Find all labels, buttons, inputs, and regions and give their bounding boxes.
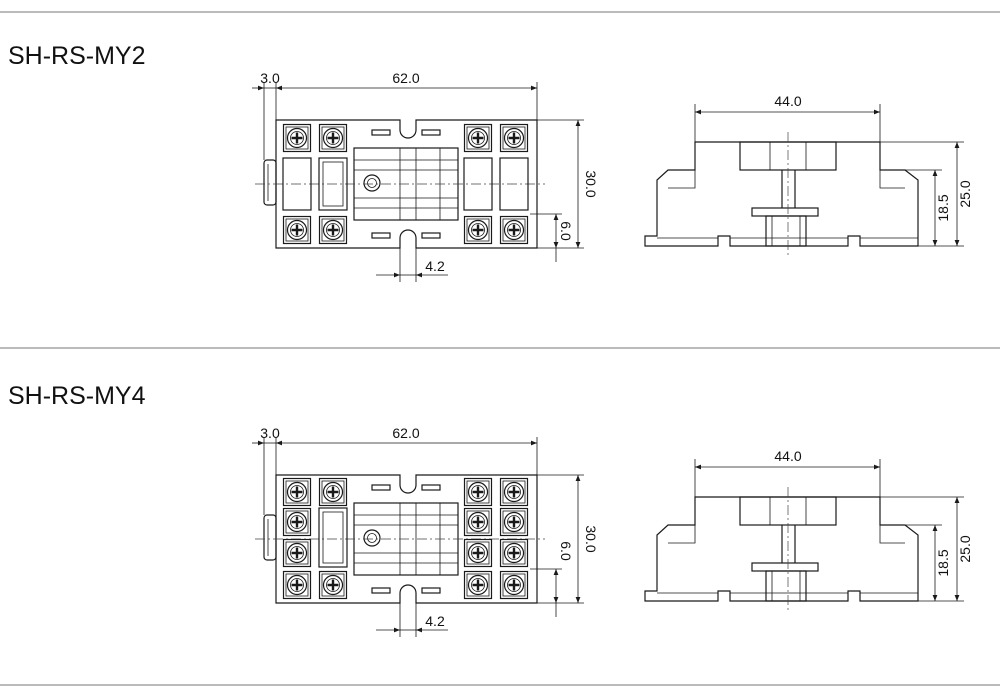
socket-outline xyxy=(252,82,584,282)
dim-width-label: 44.0 xyxy=(774,448,801,464)
socket-side-profile xyxy=(645,459,964,610)
terminal-screw xyxy=(282,507,312,537)
terminal-screw xyxy=(463,477,493,507)
dim-total-height-label: 25.0 xyxy=(957,180,973,207)
terminal-screw xyxy=(282,570,312,600)
dim-offset-label: 3.0 xyxy=(260,70,280,86)
top-view: 3.0 62.0 30.0 6.0 4.2 xyxy=(252,425,599,637)
section-my4: SH-RS-MY4 3.0 62.0 30.0 6.0 xyxy=(8,382,973,637)
terminal-screw xyxy=(282,215,312,245)
section-title: SH-RS-MY2 xyxy=(8,42,146,70)
dim-slot-label: 4.2 xyxy=(425,258,445,274)
dim-pitch-label: 6.0 xyxy=(558,541,574,561)
terminal-screw xyxy=(318,123,348,153)
section-title: SH-RS-MY4 xyxy=(8,382,146,410)
terminal-screw xyxy=(463,538,493,568)
terminal-screw xyxy=(499,570,529,600)
terminal-screw xyxy=(499,477,529,507)
blank-block xyxy=(318,507,348,568)
side-view: 44.0 25.0 18.5 xyxy=(645,448,973,610)
terminal-screw xyxy=(318,215,348,245)
dim-rail-height-label: 18.5 xyxy=(935,549,951,576)
side-view: 44.0 25.0 18.5 xyxy=(645,93,973,255)
middle-blocks xyxy=(282,157,529,211)
terminal-screw xyxy=(463,507,493,537)
terminal-screw xyxy=(499,507,529,537)
terminal-screw xyxy=(463,215,493,245)
terminal-screw xyxy=(282,477,312,507)
terminal-screw xyxy=(463,570,493,600)
dim-length-label: 62.0 xyxy=(392,425,419,441)
dim-width-label: 44.0 xyxy=(774,93,801,109)
terminal-screw xyxy=(282,123,312,153)
dim-height-label: 30.0 xyxy=(583,170,599,197)
terminal-screw xyxy=(499,215,529,245)
dim-offset-label: 3.0 xyxy=(260,425,280,441)
dim-rail-height-label: 18.5 xyxy=(935,194,951,221)
terminal-screw xyxy=(318,570,348,600)
socket-outline xyxy=(252,437,584,637)
terminal-screw xyxy=(499,538,529,568)
dim-slot-label: 4.2 xyxy=(425,613,445,629)
dim-length-label: 62.0 xyxy=(392,70,419,86)
dim-total-height-label: 25.0 xyxy=(957,535,973,562)
terminal-screw xyxy=(318,477,348,507)
terminal-screw xyxy=(499,123,529,153)
terminal-screw xyxy=(463,123,493,153)
top-view: 3.0 62.0 30.0 6.0 4.2 xyxy=(252,70,599,282)
socket-side-profile xyxy=(645,104,964,255)
dim-height-label: 30.0 xyxy=(583,525,599,552)
section-my2: SH-RS-MY2 3.0 62.0 30.0 6.0 4.2 xyxy=(8,42,973,282)
blank-block-inner xyxy=(322,511,344,564)
dim-pitch-label: 6.0 xyxy=(558,221,574,241)
terminal-screw xyxy=(282,538,312,568)
